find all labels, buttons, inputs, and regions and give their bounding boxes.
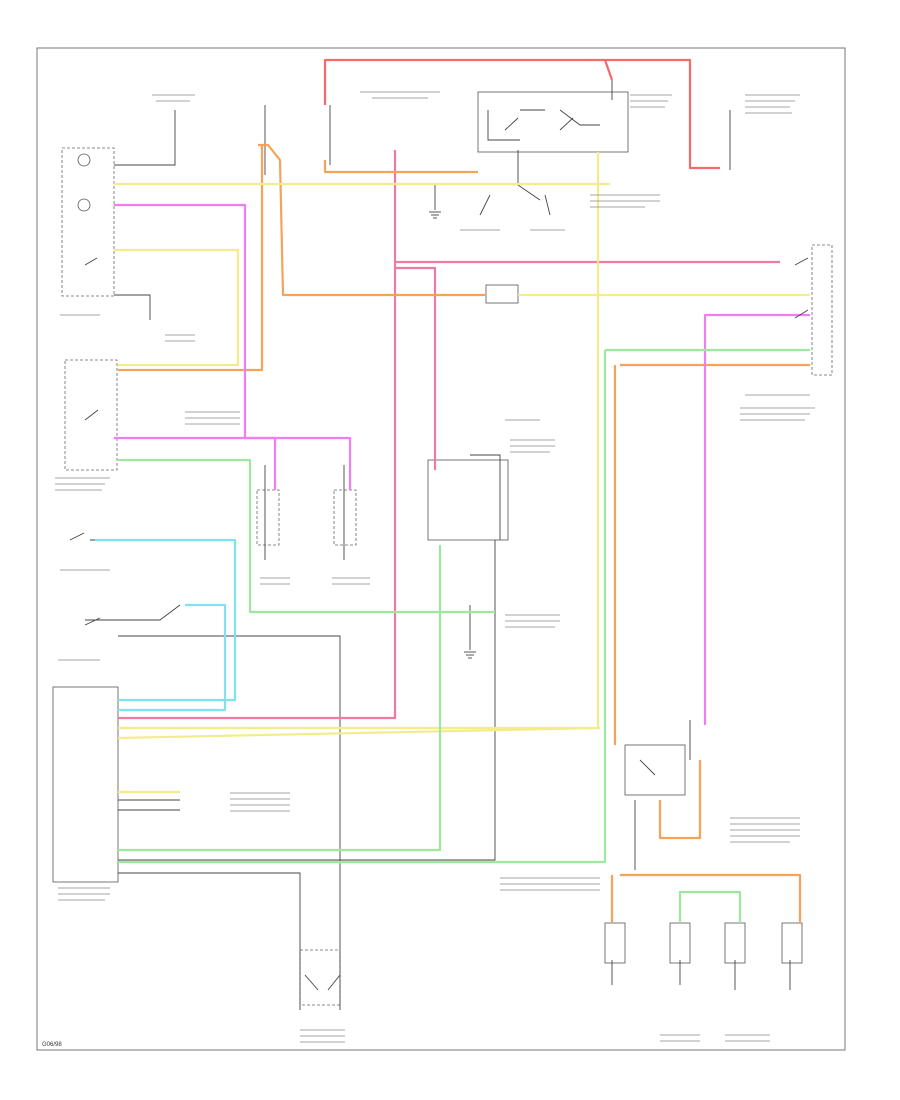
lamp-socket-1 [604, 922, 626, 964]
headlamp-switch-lamp-2 [77, 198, 91, 212]
lamp-socket-5 [256, 489, 280, 546]
ground-symbols [429, 211, 476, 659]
ground-icon [429, 211, 441, 219]
cruise-switch-outline [64, 359, 118, 471]
red-wires [323, 58, 720, 170]
relay-right [624, 744, 686, 796]
headlamp-switch-lamp-1 [77, 153, 91, 167]
green-wires [118, 348, 810, 923]
orange-wires [118, 143, 810, 923]
footer-code: G06/98 [42, 1042, 62, 1048]
diagram-frame [36, 47, 846, 1051]
ground-icon [464, 651, 476, 659]
magenta-wires [114, 203, 810, 725]
lamp-socket-3 [724, 922, 746, 964]
relay-center [427, 459, 509, 541]
inline-connector [485, 284, 519, 304]
label-ticks [55, 91, 815, 1043]
switch-symbols [69, 117, 809, 991]
yellow-wires [114, 152, 810, 794]
fuse-block-top [477, 91, 629, 153]
dark-wires [85, 80, 791, 1010]
headlamp-switch-outline [61, 147, 115, 297]
pink-wires [118, 150, 780, 720]
right-connector-strip [811, 244, 833, 376]
lamp-socket-6 [333, 489, 357, 546]
brake-switch-bottom [299, 949, 341, 1006]
lamp-socket-2 [669, 922, 691, 964]
lamp-socket-4 [781, 922, 803, 964]
control-module [52, 686, 119, 883]
cyan-wires [95, 538, 237, 712]
